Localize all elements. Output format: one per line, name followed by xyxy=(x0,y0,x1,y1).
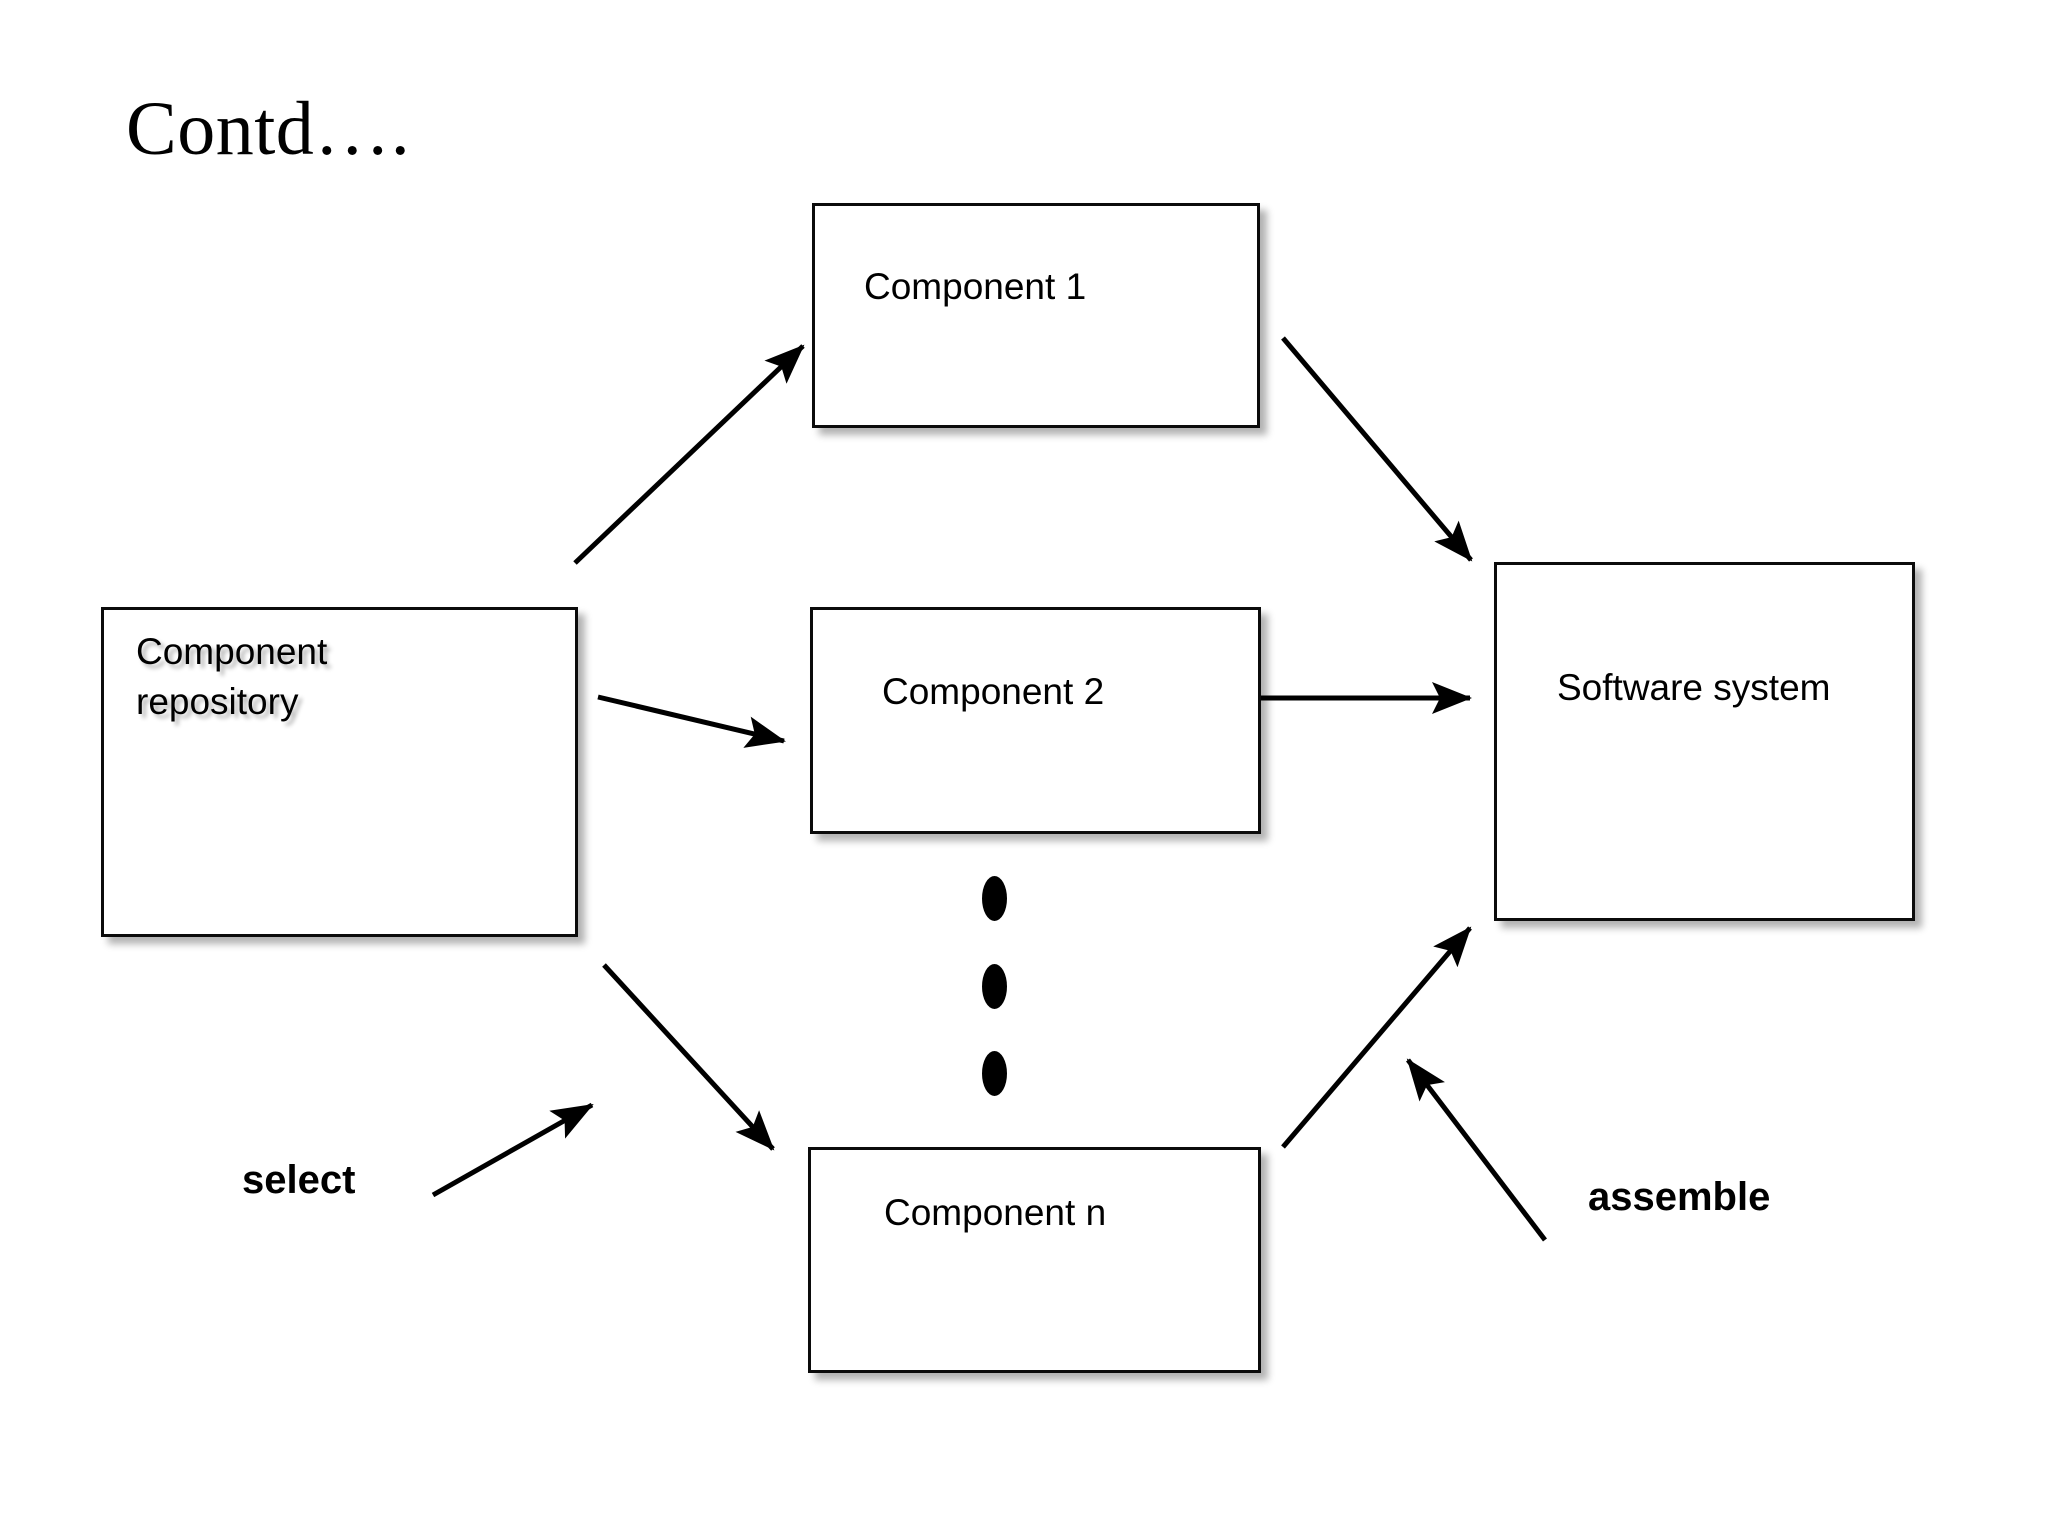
node-component-1-label: Component 1 xyxy=(864,266,1087,307)
pointer-assemble xyxy=(1406,1058,1547,1242)
node-component-n[interactable] xyxy=(808,1147,1261,1373)
ellipsis-dot-2 xyxy=(982,964,1007,1009)
page-title: Contd…. xyxy=(126,87,411,171)
vertical-ellipsis-icon xyxy=(982,876,1010,1096)
edge-component-1-to-software xyxy=(1281,336,1473,562)
node-component-n-label: Component n xyxy=(884,1192,1107,1233)
pointer-select xyxy=(431,1102,594,1198)
ellipsis-dot-3 xyxy=(982,1051,1007,1096)
node-component-repository-label: Component repository xyxy=(136,631,328,722)
node-component-2[interactable] xyxy=(810,607,1261,834)
node-component-2-label: Component 2 xyxy=(882,671,1105,712)
annotation-select: select xyxy=(242,1158,356,1202)
edge-repository-to-component-1 xyxy=(573,344,805,565)
edge-repository-to-component-n xyxy=(602,963,775,1151)
node-component-repository[interactable] xyxy=(101,607,578,937)
annotation-assemble: assemble xyxy=(1588,1175,1771,1219)
node-software-system[interactable] xyxy=(1494,562,1915,921)
node-software-system-label: Software system xyxy=(1557,667,1831,708)
node-component-1[interactable] xyxy=(812,203,1260,428)
edge-repository-to-component-2 xyxy=(597,694,786,748)
ellipsis-dot-1 xyxy=(982,876,1007,921)
edge-component-n-to-software xyxy=(1281,926,1472,1149)
